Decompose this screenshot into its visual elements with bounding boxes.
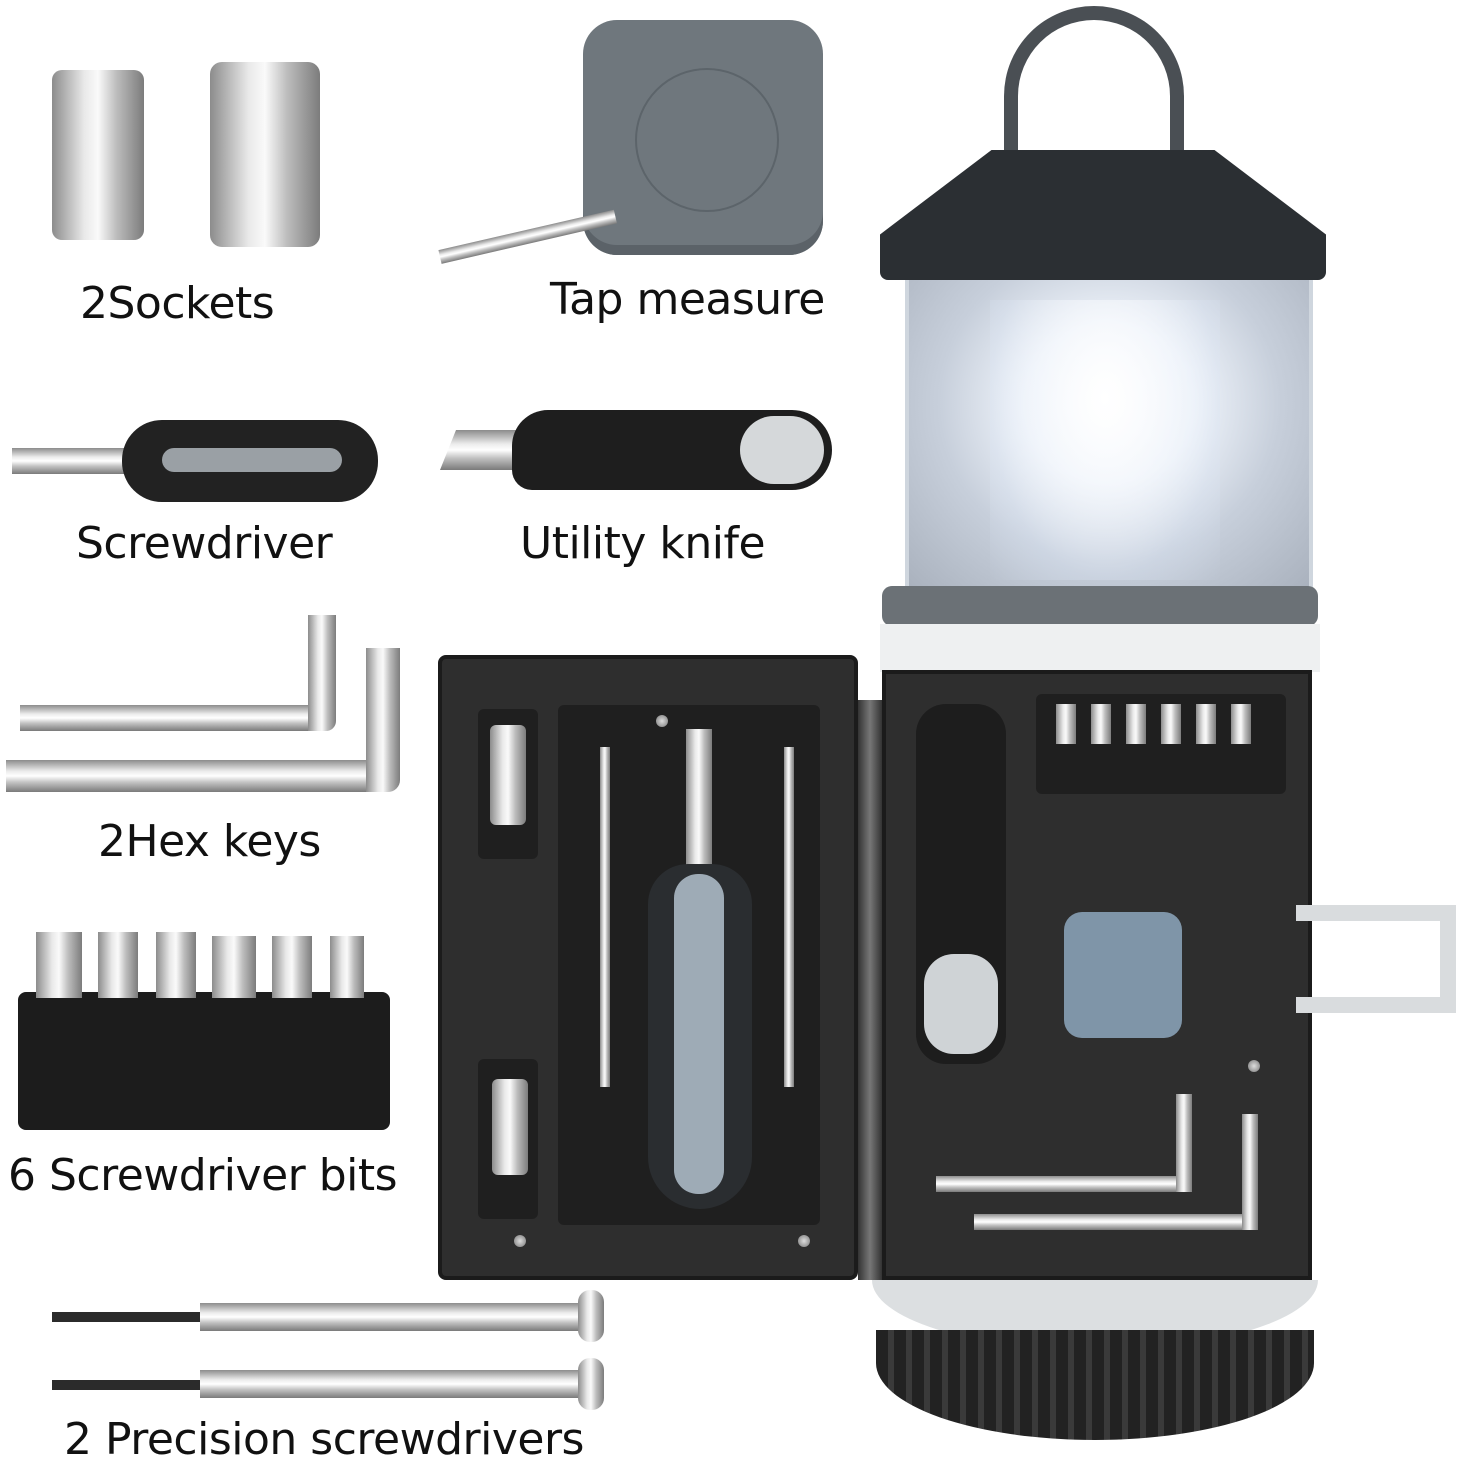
precision-cap-1 (578, 1290, 604, 1342)
case-socket-top (490, 725, 526, 825)
screw (514, 1235, 526, 1247)
socket-small (52, 70, 144, 240)
utility-knife-icon (512, 410, 832, 490)
bit-6 (330, 936, 364, 998)
hex-key-1-bend (308, 615, 336, 731)
case-tape-measure (1064, 912, 1182, 1038)
lantern-light-icon (990, 300, 1220, 580)
lantern-ring (882, 586, 1318, 626)
precision-screwdriver-1 (200, 1303, 580, 1331)
bit-5 (272, 936, 312, 998)
case-hinge[interactable] (858, 700, 882, 1280)
case-hex-key-2-bend (1242, 1114, 1258, 1230)
case-screwdriver-handle (648, 864, 752, 1209)
precision-screwdriver-2 (200, 1370, 580, 1398)
knife-accent (740, 416, 824, 484)
bit-3 (156, 932, 196, 998)
case-bit (1091, 704, 1111, 744)
hex-key-2 (6, 760, 376, 792)
bit-1 (36, 932, 82, 998)
screw (1248, 1060, 1260, 1072)
knife-blade (440, 430, 520, 470)
bit-holder-icon (18, 992, 390, 1130)
sockets-label: 2Sockets (80, 278, 275, 329)
tape-measure-label: Tap measure (550, 274, 825, 325)
case-bit (1231, 704, 1251, 744)
utility-knife-label: Utility knife (520, 518, 766, 569)
case-hex-key-1-bend (1176, 1094, 1192, 1192)
case-latch[interactable] (1296, 905, 1456, 1013)
case-screwdriver-shaft (686, 729, 712, 879)
screwdriver-bits-label: 6 Screwdriver bits (8, 1150, 398, 1201)
precision-screwdrivers-label: 2 Precision screwdrivers (64, 1414, 584, 1465)
precision-tip-2 (52, 1380, 202, 1390)
lantern-cap (880, 150, 1326, 280)
socket-large (210, 62, 320, 247)
lantern-white-band (880, 624, 1320, 672)
hex-key-2-bend (366, 648, 400, 792)
case-utility-knife (916, 704, 1006, 1064)
tape-measure-dial (635, 68, 779, 212)
screwdriver-shaft (12, 448, 132, 474)
case-hex-key-2 (974, 1214, 1254, 1230)
screwdriver-label: Screwdriver (76, 518, 333, 569)
case-bit (1126, 704, 1146, 744)
bit-4 (212, 936, 256, 998)
tape-measure-icon (583, 20, 823, 255)
hex-keys-label: 2Hex keys (98, 816, 321, 867)
bit-2 (98, 932, 138, 998)
case-bit (1056, 704, 1076, 744)
case-precision-1 (600, 747, 610, 1087)
case-bit (1196, 704, 1216, 744)
handle-accent (674, 874, 724, 1194)
case-socket-bottom (492, 1079, 528, 1175)
screwdriver-icon (122, 420, 378, 502)
precision-cap-2 (578, 1358, 604, 1410)
screw (798, 1235, 810, 1247)
case-hex-key-1 (936, 1176, 1186, 1192)
hex-key-1 (20, 705, 320, 731)
case-right-body (882, 670, 1312, 1280)
case-left-door[interactable] (438, 655, 858, 1280)
precision-tip-1 (52, 1312, 202, 1322)
case-precision-2 (784, 747, 794, 1087)
lantern-base (876, 1330, 1314, 1440)
screwdriver-grip-accent (162, 448, 342, 472)
knife-grip (924, 954, 998, 1054)
screw (656, 715, 668, 727)
case-bit (1161, 704, 1181, 744)
